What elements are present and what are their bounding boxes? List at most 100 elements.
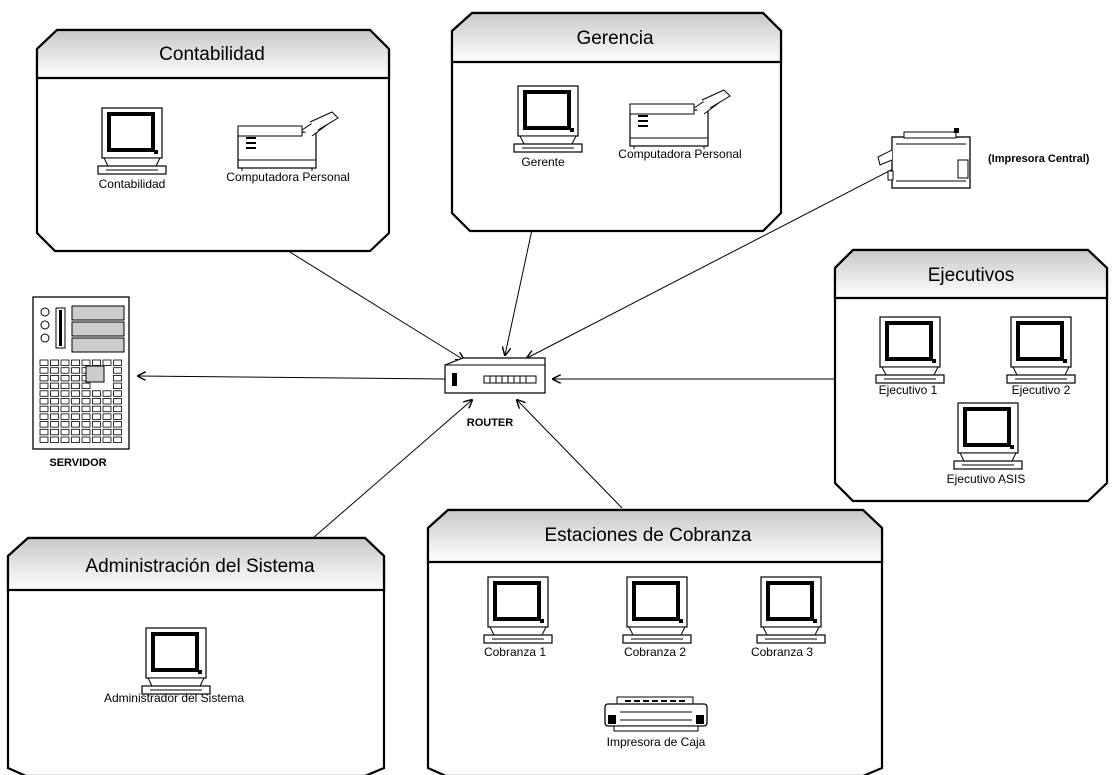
server-key: [92, 405, 101, 413]
server-icon: [32, 296, 130, 450]
server-key: [71, 390, 80, 397]
monitor-icon: [952, 401, 1024, 471]
router-label: ROUTER: [467, 417, 514, 429]
server-key: [113, 359, 122, 366]
server-key: [92, 428, 101, 436]
server-key: [71, 382, 80, 390]
server-key: [113, 436, 122, 443]
server-key: [60, 367, 70, 374]
monitor-icon: [140, 626, 212, 696]
server-key: [92, 359, 101, 366]
server-key: [81, 428, 91, 436]
server-key: [71, 367, 80, 374]
pc-administrador-label: Administrador del Sistema: [104, 691, 244, 705]
central-printer-label: (Impresora Central): [988, 153, 1090, 165]
server-key: [113, 390, 122, 397]
server-key: [39, 398, 49, 405]
server-key: [81, 398, 91, 405]
server-key: [102, 390, 112, 397]
server-key: [71, 436, 80, 443]
pc-ejecutivo2-label: Ejecutivo 2: [1012, 383, 1071, 397]
server-key: [102, 405, 112, 413]
server-key: [92, 413, 101, 420]
server-key: [92, 398, 101, 405]
server-key: [39, 413, 49, 420]
central-printer: (Impresora Central): [877, 128, 1090, 189]
link-cobranza-router: [517, 400, 623, 509]
server-key: [60, 413, 70, 420]
group-ejecutivos-header: [833, 248, 1109, 300]
server-key: [50, 436, 59, 443]
monitor-icon: [874, 315, 946, 385]
server-key: [50, 367, 59, 374]
server-key: [81, 436, 91, 443]
server-key: [60, 421, 70, 428]
server-key: [81, 413, 91, 420]
group-gerencia-title: Gerencia: [576, 28, 654, 49]
group-contabilidad: Contabilidad Contabilidad Computadora Pe…: [35, 28, 391, 253]
group-ejecutivos-title: Ejecutivos: [928, 265, 1015, 286]
server-key: [102, 421, 112, 428]
server-key: [39, 359, 49, 366]
server-key: [60, 374, 70, 382]
server-key: [50, 390, 59, 397]
server-key: [113, 367, 122, 374]
group-administracion: Administración del Sistema Administrador…: [6, 536, 386, 775]
server-key: [71, 405, 80, 413]
printer-contabilidad-label: Computadora Personal: [226, 170, 349, 184]
server-key: [60, 382, 70, 390]
server-key: [92, 436, 101, 443]
server-key: [102, 413, 112, 420]
server-key: [81, 359, 91, 366]
pc-cobranza2-label: Cobranza 2: [624, 645, 686, 659]
server-key: [50, 382, 59, 390]
server-key: [50, 359, 59, 366]
monitor-icon: [512, 84, 584, 154]
server-key: [39, 421, 49, 428]
monitor-icon: [1005, 315, 1077, 385]
pc-cobranza3-label: Cobranza 3: [751, 645, 813, 659]
server-key: [39, 428, 49, 436]
server-key: [60, 436, 70, 443]
link-router-servidor: [138, 376, 446, 379]
server-key: [60, 359, 70, 366]
server-key: [39, 367, 49, 374]
printer-gerencia-label: Computadora Personal: [618, 147, 741, 161]
server-key: [92, 390, 101, 397]
server-key: [39, 390, 49, 397]
server-key: [71, 359, 80, 366]
group-contabilidad-header: [35, 28, 391, 80]
server-key: [71, 398, 80, 405]
router-icon: [444, 357, 546, 394]
server-key: [102, 428, 112, 436]
pc-ejecutivo1-label: Ejecutivo 1: [879, 383, 938, 397]
group-cobranza-header: [426, 508, 884, 564]
link-central-printer-router: [527, 167, 896, 358]
server-key: [81, 421, 91, 428]
server-key: [39, 405, 49, 413]
group-administracion-title: Administración del Sistema: [85, 556, 315, 577]
pc-gerente-label: Gerente: [521, 155, 565, 169]
monitor-icon: [482, 575, 554, 645]
group-cobranza: Estaciones de Cobranza Cobranza 1 Cobran…: [426, 508, 884, 775]
server-key: [60, 405, 70, 413]
group-gerencia: Gerencia Gerente Computadora Personal: [450, 11, 783, 233]
server-key: [81, 405, 91, 413]
server-key: [113, 374, 122, 382]
server-key: [92, 421, 101, 428]
server-key: [81, 390, 91, 397]
dot-matrix-printer-icon: [604, 696, 708, 732]
server-key: [60, 390, 70, 397]
server-key: [113, 405, 122, 413]
server-key: [113, 413, 122, 420]
pc-cobranza1-label: Cobranza 1: [484, 645, 546, 659]
printer-caja-label: Impresora de Caja: [607, 735, 706, 749]
server-key: [71, 421, 80, 428]
server-key: [39, 374, 49, 382]
server-key: [60, 398, 70, 405]
server-key: [113, 421, 122, 428]
server-key: [39, 436, 49, 443]
server-key: [50, 428, 59, 436]
link-administracion-router: [312, 400, 472, 539]
